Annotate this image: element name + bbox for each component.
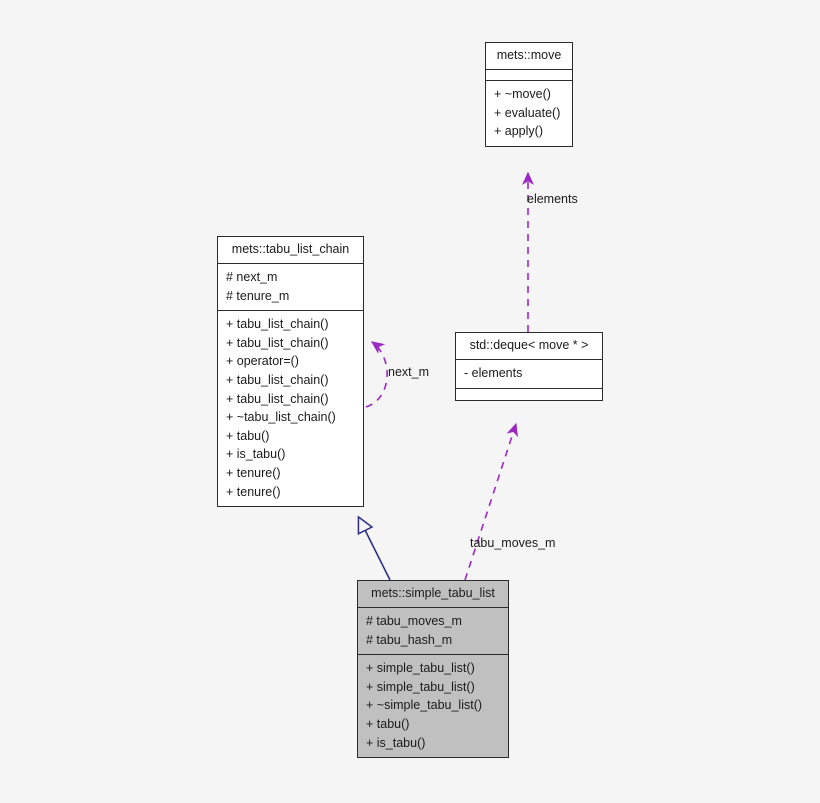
class-attributes-mets-tabu-list-chain: # next_m # tenure_m xyxy=(218,264,363,312)
class-operation: + tabu() xyxy=(226,428,270,443)
class-attributes-mets-simple-tabu-list: # tabu_moves_m # tabu_hash_m xyxy=(358,608,508,656)
class-operation: + simple_tabu_list() xyxy=(366,661,475,676)
class-operation: + ~simple_tabu_list() xyxy=(366,698,483,713)
class-operation: + apply() xyxy=(494,124,543,139)
class-box-mets-tabu-list-chain[interactable]: mets::tabu_list_chain # next_m # tenure_… xyxy=(217,236,364,508)
class-attribute: # tabu_moves_m xyxy=(366,614,462,628)
class-box-std-deque-move-ptr[interactable]: std::deque< move * > - elements xyxy=(455,332,603,401)
class-box-mets-move[interactable]: mets::move + ~move() + evaluate() + appl… xyxy=(485,42,573,147)
class-title-mets-move: mets::move xyxy=(486,43,572,70)
edge-simple-tabu-list-inherits-tabu-list-chain xyxy=(359,518,391,581)
class-title-mets-simple-tabu-list: mets::simple_tabu_list xyxy=(358,581,508,608)
class-operation: + is_tabu() xyxy=(226,447,286,462)
class-operation: + tabu_list_chain() xyxy=(226,335,329,350)
edge-tabu-list-chain-self xyxy=(365,341,388,408)
class-operations-mets-simple-tabu-list: + simple_tabu_list() + simple_tabu_list(… xyxy=(358,655,508,757)
class-operation: + tabu_list_chain() xyxy=(226,372,329,387)
class-operation: + operator=() xyxy=(226,354,299,369)
class-operations-mets-tabu-list-chain: + tabu_list_chain() + tabu_list_chain() … xyxy=(218,311,363,506)
class-attribute: - elements xyxy=(464,366,523,380)
class-attributes-mets-move xyxy=(486,70,572,81)
class-operation: + ~tabu_list_chain() xyxy=(226,410,336,425)
class-title-mets-tabu-list-chain: mets::tabu_list_chain xyxy=(218,237,363,264)
class-operation: + ~move() xyxy=(494,87,551,101)
class-operations-mets-move: + ~move() + evaluate() + apply() xyxy=(486,81,572,146)
class-operation: + tenure() xyxy=(226,484,281,499)
class-operation: + is_tabu() xyxy=(366,735,426,750)
class-attribute: # next_m xyxy=(226,270,278,284)
class-attribute: # tenure_m xyxy=(226,288,290,303)
class-operation: + tabu_list_chain() xyxy=(226,317,329,332)
class-attribute: # tabu_hash_m xyxy=(366,632,453,647)
class-operations-std-deque-move-ptr xyxy=(456,389,602,400)
edge-simple-tabu-list-to-deque xyxy=(464,422,518,581)
class-attributes-std-deque-move-ptr: - elements xyxy=(456,360,602,389)
class-box-mets-simple-tabu-list[interactable]: mets::simple_tabu_list # tabu_moves_m # … xyxy=(357,580,509,759)
edge-label-tabu-moves-m: tabu_moves_m xyxy=(470,536,556,550)
class-operation: + tenure() xyxy=(226,465,281,480)
class-operation: + simple_tabu_list() xyxy=(366,679,475,694)
class-operation: + tabu_list_chain() xyxy=(226,391,329,406)
class-operation: + tabu() xyxy=(366,716,410,731)
class-title-std-deque-move-ptr: std::deque< move * > xyxy=(456,333,602,360)
edge-label-next-m: next_m xyxy=(388,365,429,379)
class-operation: + evaluate() xyxy=(494,105,561,120)
edge-label-elements: elements xyxy=(527,192,578,206)
